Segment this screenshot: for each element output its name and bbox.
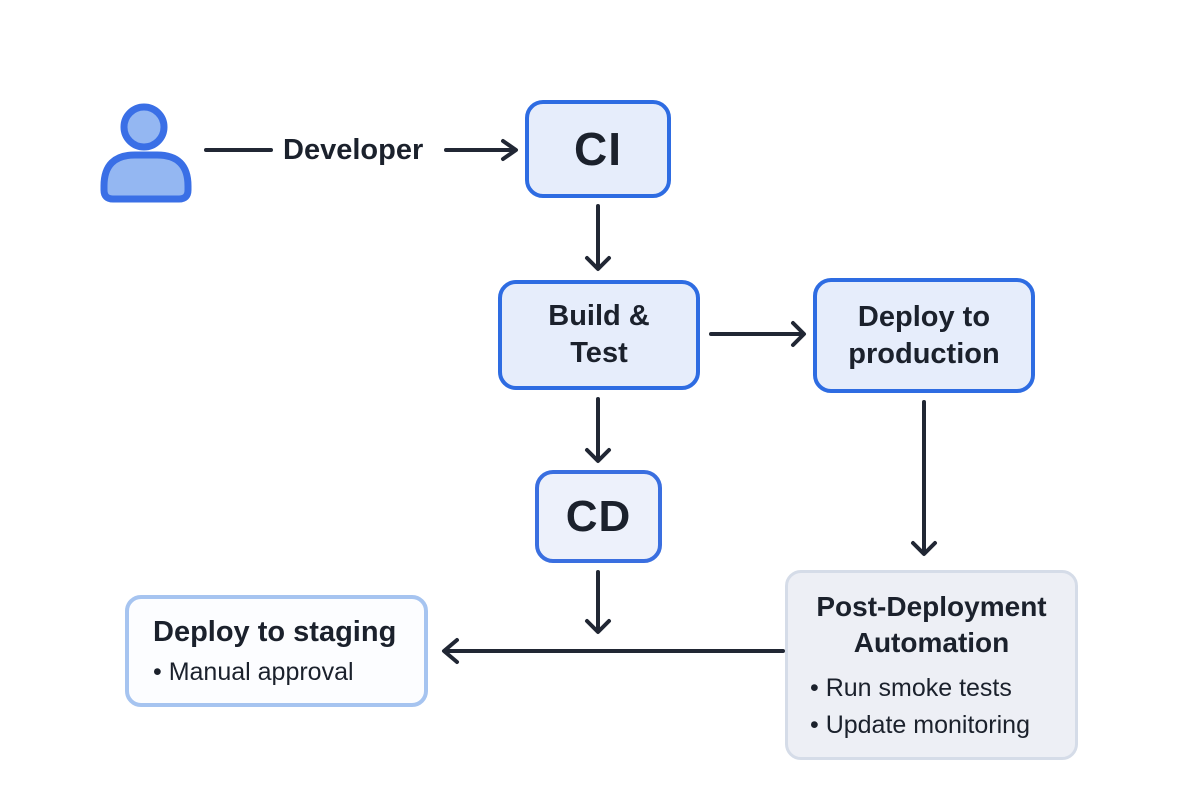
arrow-ci-to-build-test xyxy=(585,204,611,271)
node-ci: CI xyxy=(525,100,671,198)
node-cd-label: CD xyxy=(565,491,632,541)
post-deployment-bullet: • Run smoke tests xyxy=(810,673,1012,702)
node-deploy-staging-title: Deploy to staging xyxy=(153,616,397,648)
arrow-developer-to-ci xyxy=(444,139,518,161)
post-deployment-bullet: • Update monitoring xyxy=(810,710,1030,739)
arrow-post-deployment-to-deploy-staging xyxy=(442,638,785,664)
arrow-deploy-production-to-post-deployment xyxy=(911,400,937,556)
person-icon xyxy=(100,103,192,203)
node-cd: CD xyxy=(535,470,662,563)
node-ci-label: CI xyxy=(574,123,622,175)
arrow-cd-to-staging-junction xyxy=(585,570,611,634)
node-build-test: Build & Test xyxy=(498,280,700,390)
arrow-build-test-to-cd xyxy=(585,397,611,463)
node-post-deployment: Post-Deployment Automation • Run smoke t… xyxy=(785,570,1078,760)
developer-label: Developer xyxy=(283,134,424,166)
node-build-test-label: Build & Test xyxy=(548,300,650,369)
node-post-deployment-title: Post-Deployment Automation xyxy=(816,591,1047,659)
node-deploy-staging-bullet: • Manual approval xyxy=(153,658,354,686)
node-post-deployment-bullets: • Run smoke tests • Update monitoring xyxy=(810,666,1030,740)
arrow-build-test-to-deploy-production xyxy=(709,321,806,347)
node-deploy-production-label: Deploy to production xyxy=(848,300,1000,370)
node-deploy-staging: Deploy to staging • Manual approval xyxy=(125,595,428,707)
node-deploy-production: Deploy to production xyxy=(813,278,1035,393)
